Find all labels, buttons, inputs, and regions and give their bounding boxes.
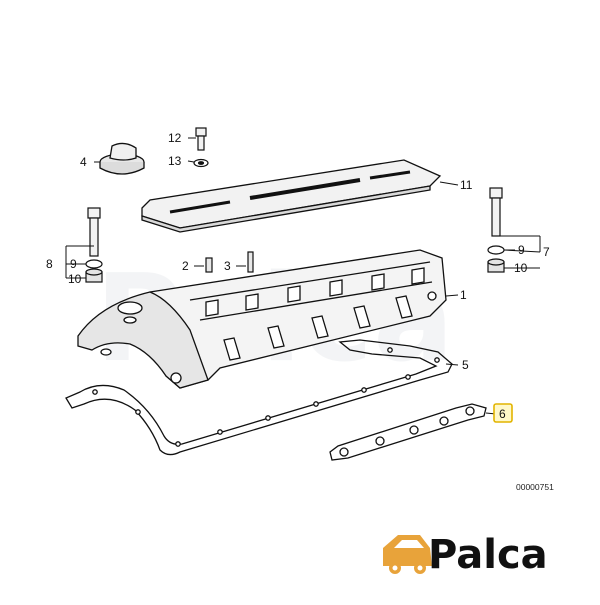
bolt-left (87, 207, 101, 257)
stud-2 (205, 257, 213, 273)
leader-lines (65, 137, 541, 415)
callout-10-right: 10 (514, 261, 528, 275)
spark-plug-gasket (329, 403, 487, 461)
callout-1: 1 (460, 288, 467, 302)
callout-6-highlight (493, 403, 513, 423)
callout-3: 3 (224, 259, 231, 273)
callout-5: 5 (462, 358, 469, 372)
washer-9-left (85, 259, 103, 269)
valve-cover (77, 249, 447, 389)
palca-logo: Palca (383, 532, 548, 578)
callout-10-left: 10 (68, 272, 82, 286)
oil-filler-cap (99, 142, 145, 175)
label-dashes (505, 249, 515, 269)
callout-4: 4 (80, 155, 87, 169)
brand-name: Palca (428, 532, 548, 578)
diagram-id: 00000751 (516, 482, 554, 492)
top-cover-plate (141, 159, 442, 233)
washer-9-right (487, 245, 505, 255)
callout-2: 2 (182, 259, 189, 273)
callout-13: 13 (168, 154, 182, 168)
valve-cover-gasket (65, 339, 453, 456)
callout-11: 11 (460, 178, 473, 192)
callout-6: 6 (499, 407, 506, 421)
washer-13 (193, 158, 209, 168)
callout-8: 8 (46, 257, 53, 271)
callout-9-left: 9 (70, 257, 77, 271)
bolt-right (489, 187, 503, 237)
stud-3 (247, 251, 254, 273)
grommet-10-left (85, 268, 103, 283)
callout-12: 12 (168, 131, 182, 145)
callout-7: 7 (543, 245, 550, 259)
grommet-10-right (487, 258, 505, 273)
car-icon (383, 535, 432, 574)
callout-9-right: 9 (518, 243, 525, 257)
bolt-12 (195, 127, 207, 151)
